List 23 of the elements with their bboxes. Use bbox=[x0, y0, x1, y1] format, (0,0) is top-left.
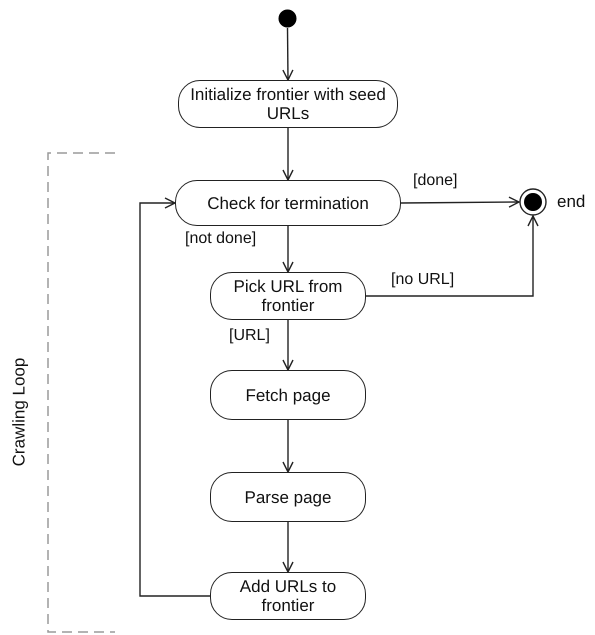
edge-label: [not done] bbox=[184, 230, 258, 248]
activity-box: Fetch page bbox=[210, 370, 366, 420]
activity-box: Pick URL from frontier bbox=[210, 272, 366, 320]
arrow bbox=[401, 196, 520, 208]
activity-box: Check for termination bbox=[175, 180, 401, 226]
arrow bbox=[282, 226, 294, 273]
loop-label: Crawling Loop bbox=[8, 358, 29, 466]
arrow bbox=[282, 522, 294, 573]
activity-box: Add URLs to frontier bbox=[210, 572, 366, 620]
end-node bbox=[519, 188, 547, 216]
edge-label: [done] bbox=[412, 172, 458, 190]
activity-box: Initialize frontier with seed URLs bbox=[178, 80, 398, 128]
edge-label: [no URL] bbox=[390, 271, 456, 289]
arrow bbox=[139, 197, 210, 597]
arrow bbox=[282, 420, 294, 473]
arrow bbox=[282, 28, 294, 81]
arrow bbox=[282, 128, 294, 181]
node-caption: end bbox=[557, 192, 586, 212]
activity-box: Parse page bbox=[210, 472, 366, 522]
start-node bbox=[278, 9, 297, 28]
edge-label: [URL] bbox=[228, 327, 271, 345]
arrow bbox=[282, 320, 294, 371]
arrow bbox=[366, 215, 539, 297]
